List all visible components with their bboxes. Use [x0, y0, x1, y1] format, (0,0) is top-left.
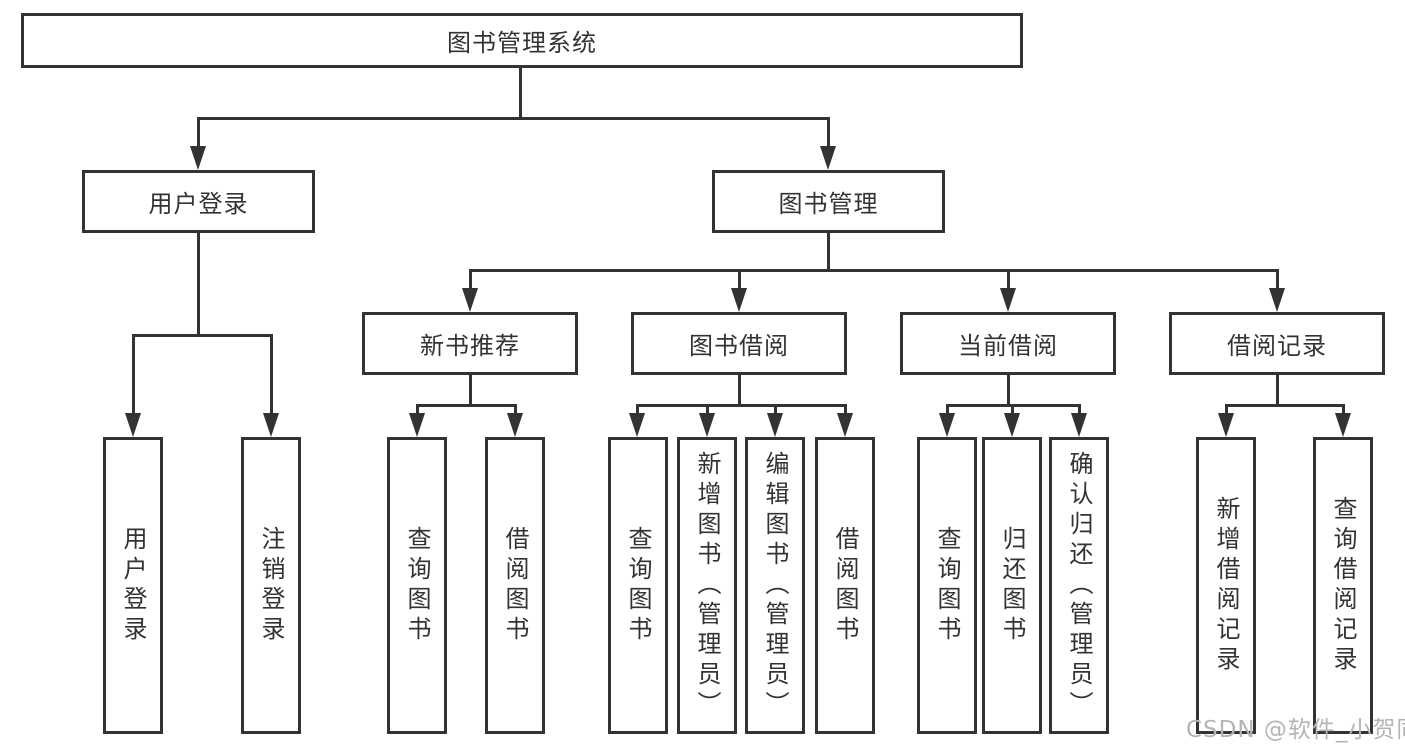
connector-line: [196, 233, 200, 337]
node-borrowing-records: 借阅记录: [1169, 312, 1385, 375]
connector-line: [415, 403, 517, 407]
connector-line: [468, 268, 1279, 272]
leaf-user-login: 用户登录: [103, 437, 163, 734]
connector-line: [131, 335, 135, 419]
arrow-down-icon: [939, 413, 955, 437]
connector-line: [1006, 270, 1010, 294]
leaf-query-books-current: 查询图书: [917, 437, 977, 734]
connector-line: [1077, 405, 1081, 415]
arrow-down-icon: [1004, 413, 1020, 437]
connector-line: [468, 270, 472, 294]
node-new-book-recommendation: 新书推荐: [362, 312, 578, 375]
connector-line: [737, 270, 741, 294]
arrow-down-icon: [1218, 413, 1234, 437]
connector-line: [843, 405, 847, 415]
arrow-down-icon: [731, 288, 747, 312]
connector-line: [635, 405, 639, 415]
arrow-down-icon: [699, 413, 715, 437]
node-library-management-system: 图书管理系统: [21, 13, 1023, 68]
leaf-logout-login: 注销登录: [241, 437, 301, 734]
arrow-down-icon: [409, 413, 425, 437]
arrow-down-icon: [1335, 413, 1351, 437]
arrow-down-icon: [125, 413, 141, 437]
connector-line: [737, 375, 741, 407]
arrow-down-icon: [507, 413, 523, 437]
leaf-query-books-recommend: 查询图书: [387, 437, 447, 734]
watermark-text: CSDN @软件_小贺同学: [1186, 717, 1405, 743]
connector-line: [826, 118, 830, 152]
connector-line: [196, 118, 200, 152]
connector-line: [773, 405, 777, 415]
leaf-add-book-admin: 新增图书（管理员）: [677, 437, 737, 734]
arrow-down-icon: [837, 413, 853, 437]
leaf-borrow-books: 借阅图书: [815, 437, 875, 734]
connector-line: [131, 333, 273, 337]
connector-line: [1275, 270, 1279, 294]
connector-line: [269, 335, 273, 419]
leaf-edit-book-admin: 编辑图书（管理员）: [745, 437, 805, 734]
connector-line: [1224, 403, 1345, 407]
connector-line: [1224, 405, 1228, 415]
connector-line: [1341, 405, 1345, 415]
leaf-add-borrow-record: 新增借阅记录: [1196, 437, 1256, 734]
leaf-confirm-return-admin: 确认归还（管理员）: [1049, 437, 1109, 734]
arrow-down-icon: [1269, 288, 1285, 312]
leaf-return-books: 归还图书: [982, 437, 1042, 734]
arrow-down-icon: [462, 288, 478, 312]
connector-line: [945, 405, 949, 415]
node-book-management: 图书管理: [712, 170, 945, 233]
connector-line: [1006, 375, 1010, 407]
leaf-query-books-borrow: 查询图书: [608, 437, 668, 734]
connector-line: [635, 403, 847, 407]
arrow-down-icon: [767, 413, 783, 437]
connector-line: [1010, 405, 1014, 415]
leaf-borrow-books-recommend: 借阅图书: [485, 437, 545, 734]
connector-line: [415, 405, 419, 415]
arrow-down-icon: [190, 146, 206, 170]
arrow-down-icon: [820, 146, 836, 170]
arrow-down-icon: [1000, 288, 1016, 312]
node-book-borrowing: 图书借阅: [631, 312, 847, 375]
connector-line: [468, 375, 472, 407]
arrow-down-icon: [629, 413, 645, 437]
connector-line: [196, 116, 830, 120]
connector-line: [1275, 375, 1279, 407]
connector-line: [513, 405, 517, 415]
connector-line: [705, 405, 709, 415]
node-current-borrowing: 当前借阅: [900, 312, 1116, 375]
arrow-down-icon: [263, 413, 279, 437]
arrow-down-icon: [1071, 413, 1087, 437]
node-user-login: 用户登录: [82, 170, 315, 233]
leaf-query-borrow-record: 查询借阅记录: [1313, 437, 1373, 734]
connector-line: [518, 68, 522, 120]
connector-line: [826, 233, 830, 272]
connector-line: [945, 403, 1081, 407]
